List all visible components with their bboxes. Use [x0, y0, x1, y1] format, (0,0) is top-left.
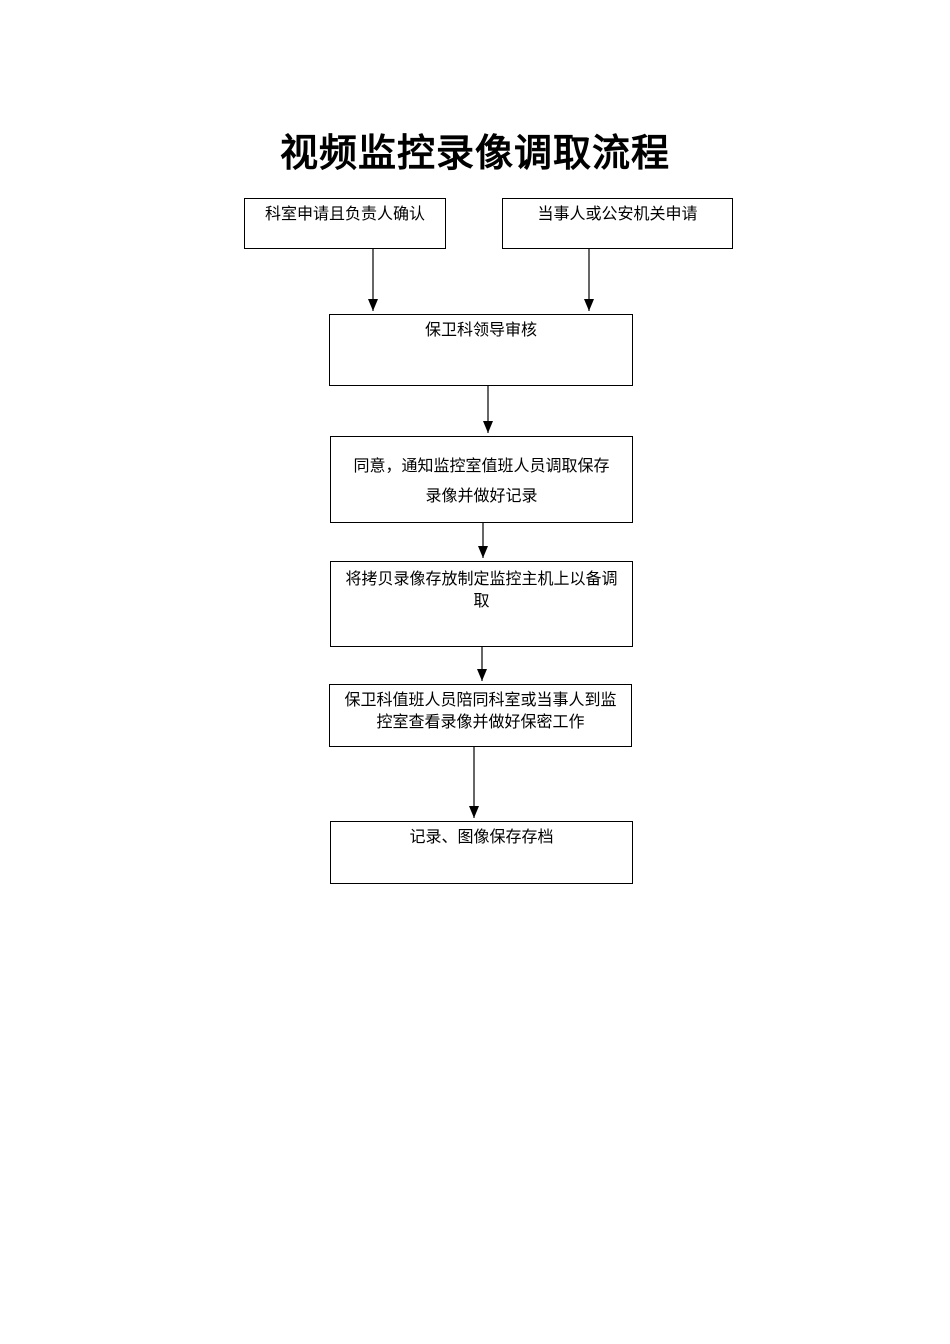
- step-dept-apply-label: 科室申请且负责人确认: [264, 204, 425, 223]
- step-dept-apply: 科室申请且负责人确认: [244, 198, 446, 249]
- step-view-record-label: 保卫科值班人员陪同科室或当事人到监控室查看录像并做好保密工作: [344, 690, 617, 731]
- step-view-record: 保卫科值班人员陪同科室或当事人到监控室查看录像并做好保密工作: [329, 684, 632, 747]
- step-archive: 记录、图像保存存档: [330, 821, 633, 884]
- step-security-review-label: 保卫科领导审核: [424, 320, 537, 339]
- step-notify: 同意，通知监控室值班人员调取保存 录像并做好记录: [330, 436, 633, 523]
- arrowhead: [368, 299, 378, 311]
- step-notify-line1: 同意，通知监控室值班人员调取保存: [353, 456, 610, 475]
- step-notify-line2: 录像并做好记录: [425, 486, 538, 505]
- page-title: 视频监控录像调取流程: [279, 130, 670, 175]
- step-party-apply-label: 当事人或公安机关申请: [537, 204, 698, 223]
- step-archive-label: 记录、图像保存存档: [409, 827, 554, 846]
- step-party-apply: 当事人或公安机关申请: [502, 198, 733, 249]
- arrowhead: [478, 546, 488, 558]
- step-copy-store: 将拷贝录像存放制定监控主机上以备调取: [330, 561, 633, 647]
- arrowhead: [584, 299, 594, 311]
- step-copy-store-label: 将拷贝录像存放制定监控主机上以备调取: [345, 569, 618, 610]
- step-security-review: 保卫科领导审核: [329, 314, 633, 386]
- arrowhead: [483, 421, 493, 433]
- arrowhead: [477, 669, 487, 681]
- arrowhead: [469, 806, 479, 818]
